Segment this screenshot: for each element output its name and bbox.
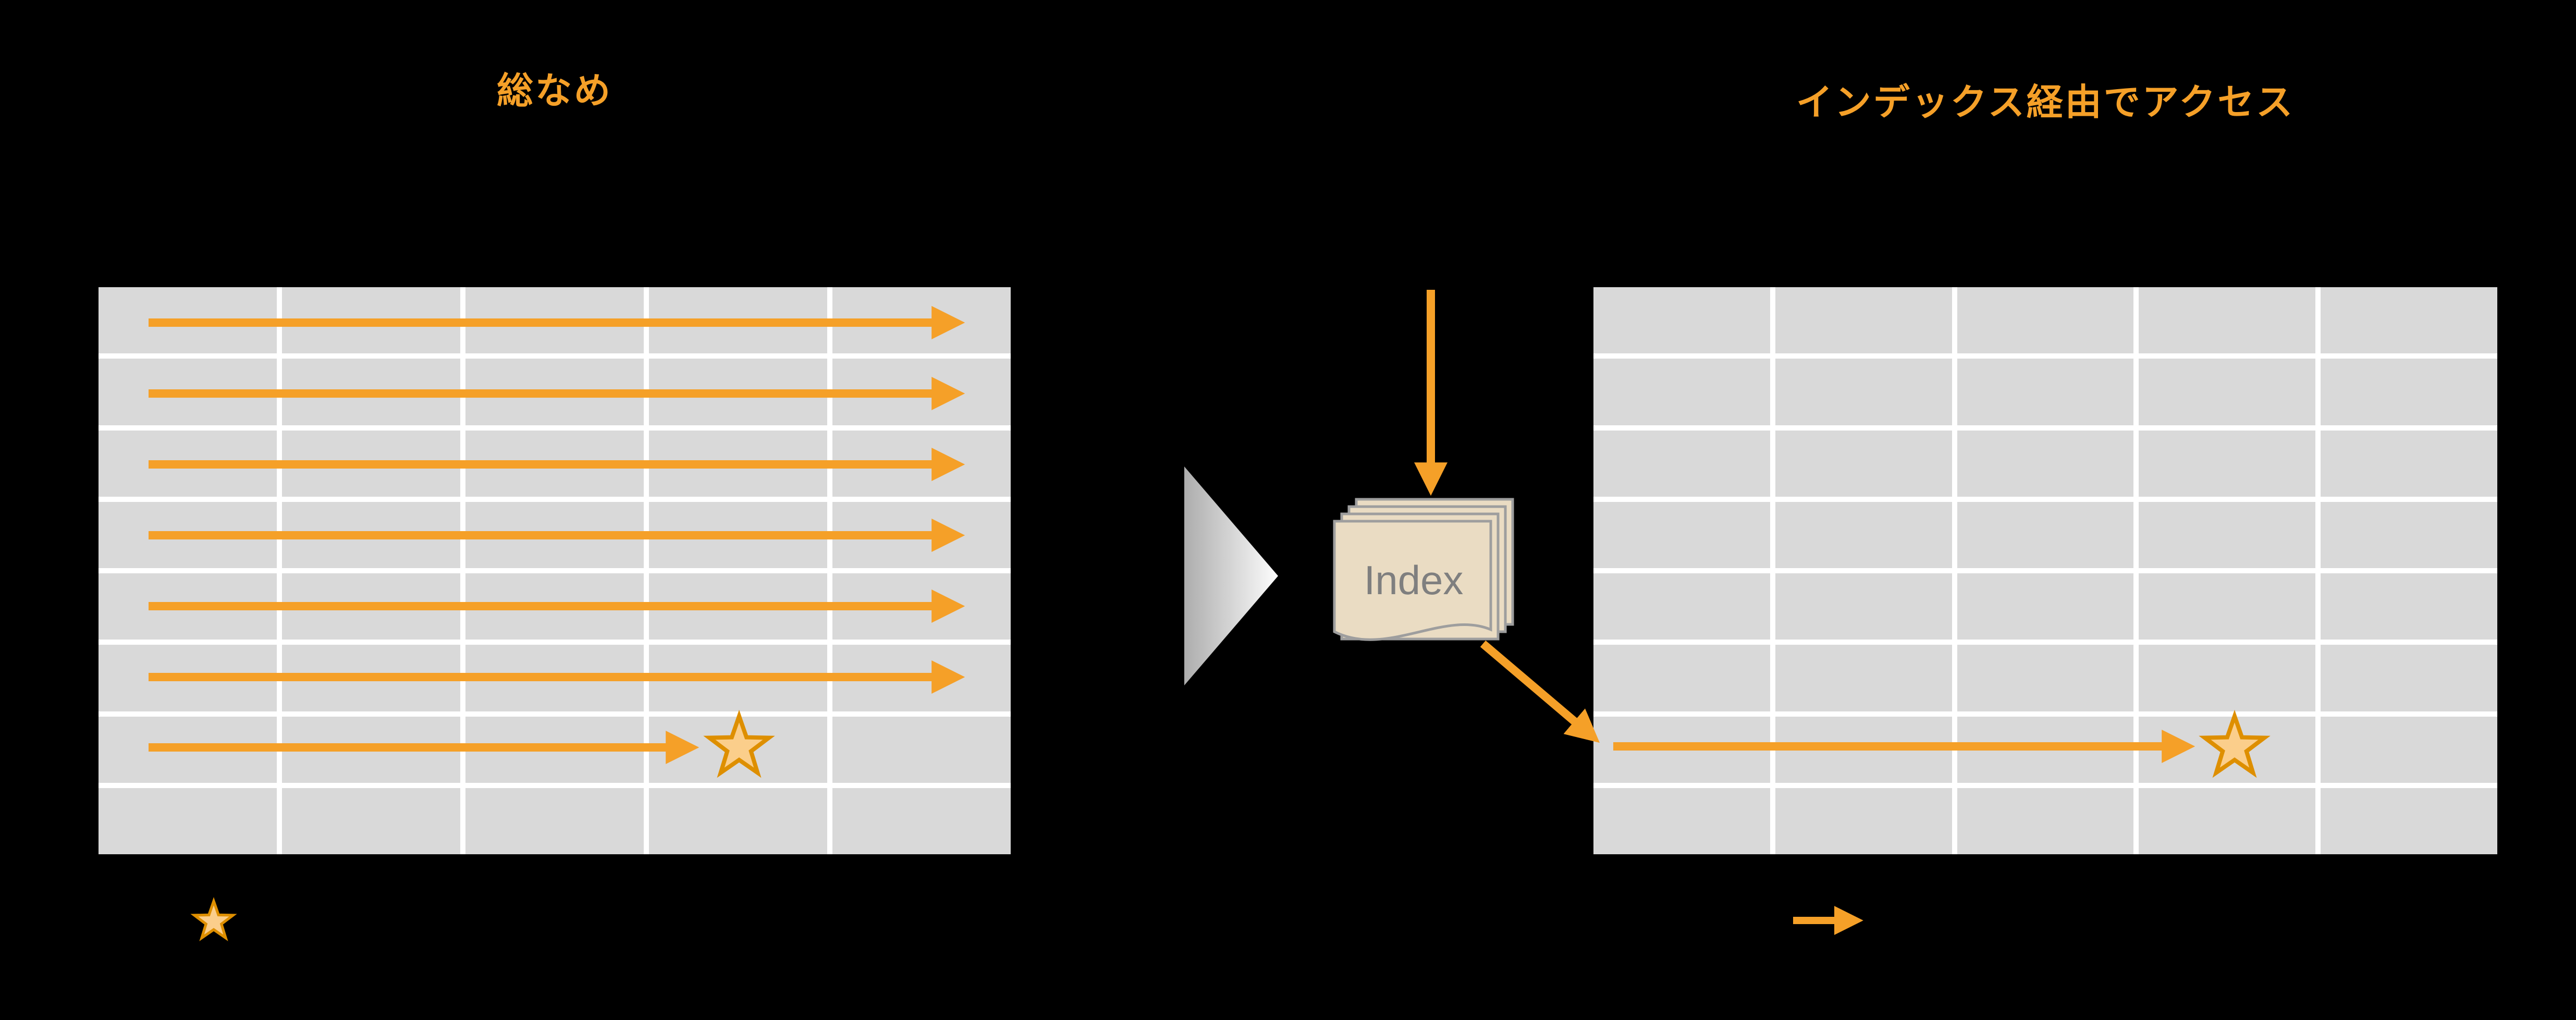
grid-cell <box>1593 573 1770 640</box>
grid-cell <box>1957 359 2134 425</box>
grid-cell <box>1775 788 1952 854</box>
grid-cell <box>282 430 460 497</box>
index-page-back <box>1355 498 1514 626</box>
grid-cell <box>1775 716 1952 783</box>
index-page-front <box>1333 520 1492 641</box>
grid-cell <box>1593 430 1770 497</box>
grid-cell <box>465 287 644 354</box>
grid-cell <box>1775 645 1952 711</box>
grid-cell <box>99 788 277 854</box>
grid-cell <box>282 573 460 640</box>
grid-cell <box>649 501 827 568</box>
grid-cell <box>282 788 460 854</box>
grid-cell <box>1957 716 2134 783</box>
right-title: インデックス経由でアクセス <box>1796 82 2295 122</box>
right-table <box>1593 287 2497 854</box>
grid-cell <box>2321 430 2497 497</box>
grid-cell <box>832 788 1011 854</box>
grid-cell <box>2139 788 2316 854</box>
index-page-middle <box>1347 505 1507 633</box>
grid-cell <box>2321 501 2497 568</box>
grid-cell <box>832 287 1011 354</box>
grid-cell <box>2321 359 2497 425</box>
grid-cell <box>1957 430 2134 497</box>
grid-cell <box>649 573 827 640</box>
grid-cell <box>282 716 460 783</box>
grid-cell <box>1593 788 1770 854</box>
grid-cell <box>2321 645 2497 711</box>
grid-cell <box>1593 645 1770 711</box>
grid-cell <box>282 287 460 354</box>
grid-cell <box>465 645 644 711</box>
grid-cell <box>465 716 644 783</box>
grid-cell <box>832 645 1011 711</box>
index-lookup-arrow-diagonal <box>1480 640 1600 743</box>
grid-cell <box>1957 573 2134 640</box>
grid-cell <box>832 501 1011 568</box>
grid-cell <box>832 430 1011 497</box>
grid-cell <box>465 788 644 854</box>
grid-cell <box>649 645 827 711</box>
grid-cell <box>465 573 644 640</box>
legend-star-icon <box>194 901 233 938</box>
grid-cell <box>465 359 644 425</box>
grid-cell <box>649 716 827 783</box>
grid-cell <box>649 359 827 425</box>
grid-cell <box>1957 645 2134 711</box>
grid-cell <box>2139 716 2316 783</box>
grid-cell <box>1957 287 2134 354</box>
grid-cell <box>832 716 1011 783</box>
grid-cell <box>282 359 460 425</box>
grid-cell <box>1775 359 1952 425</box>
grid-cell <box>1593 359 1770 425</box>
left-title: 総なめ <box>497 70 612 111</box>
grid-cell <box>832 359 1011 425</box>
grid-cell <box>649 287 827 354</box>
grid-cell <box>2139 501 2316 568</box>
grid-cell <box>2321 287 2497 354</box>
grid-cell <box>2139 430 2316 497</box>
grid-cell <box>1957 788 2134 854</box>
grid-cell <box>99 359 277 425</box>
grid-cell <box>1775 430 1952 497</box>
grid-cell <box>832 573 1011 640</box>
index-label: Index <box>1364 557 1464 603</box>
grid-cell <box>1957 501 2134 568</box>
grid-cell <box>2139 573 2316 640</box>
grid-cell <box>99 430 277 497</box>
grid-cell <box>99 716 277 783</box>
grid-cell <box>465 501 644 568</box>
grid-cell <box>1593 716 1770 783</box>
grid-cell <box>2139 287 2316 354</box>
index-page-front-2 <box>1340 512 1500 641</box>
grid-cell <box>2139 645 2316 711</box>
grid-cell <box>2321 716 2497 783</box>
grid-cell <box>282 501 460 568</box>
grid-cell <box>2139 359 2316 425</box>
grid-cell <box>99 501 277 568</box>
grid-cell <box>649 788 827 854</box>
grid-cell <box>99 573 277 640</box>
index-document-icon: Index <box>1333 498 1514 641</box>
grid-cell <box>282 645 460 711</box>
left-table <box>99 287 1011 854</box>
grid-cell <box>649 430 827 497</box>
grid-cell <box>1593 501 1770 568</box>
grid-cell <box>2321 573 2497 640</box>
grid-cell <box>2321 788 2497 854</box>
grid-cell <box>1775 573 1952 640</box>
transition-triangle-icon <box>1184 466 1278 685</box>
grid-cell <box>99 287 277 354</box>
grid-cell <box>99 645 277 711</box>
grid-cell <box>1775 287 1952 354</box>
grid-cell <box>1775 501 1952 568</box>
grid-cell <box>1593 287 1770 354</box>
grid-cell <box>465 430 644 497</box>
